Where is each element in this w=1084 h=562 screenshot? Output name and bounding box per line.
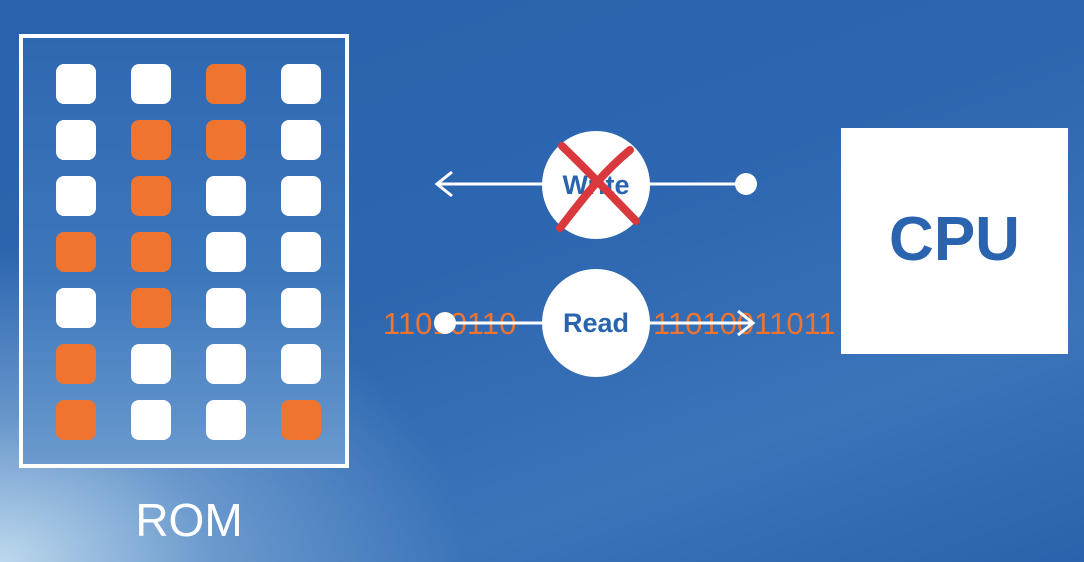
write-arrow-origin-dot bbox=[735, 173, 757, 195]
rom-label: ROM bbox=[135, 494, 243, 546]
rom-cell-clear bbox=[281, 120, 321, 160]
rom-cell-set bbox=[206, 120, 246, 160]
rom-cell-clear bbox=[131, 400, 171, 440]
rom-cell-clear bbox=[206, 400, 246, 440]
rom-cell-clear bbox=[56, 120, 96, 160]
read-arrow-origin-dot bbox=[434, 312, 456, 334]
rom-cell-set bbox=[281, 400, 321, 440]
rom-cell-set bbox=[131, 288, 171, 328]
rom-cell-clear bbox=[206, 176, 246, 216]
rom-cell-clear bbox=[206, 232, 246, 272]
rom-cell-set bbox=[56, 232, 96, 272]
rom-cell-set bbox=[206, 64, 246, 104]
read-label: Read bbox=[562, 308, 630, 338]
rom-cell-clear bbox=[56, 64, 96, 104]
rom-cell-clear bbox=[131, 64, 171, 104]
cpu-block: CPU bbox=[841, 128, 1068, 354]
cpu-label: CPU bbox=[889, 205, 1020, 274]
rom-cell-set bbox=[56, 344, 96, 384]
rom-memory-block bbox=[19, 34, 349, 468]
rom-cell-set bbox=[131, 232, 171, 272]
rom-cell-clear bbox=[281, 288, 321, 328]
read-operation-bubble: Read bbox=[542, 269, 650, 377]
rom-cell-clear bbox=[206, 344, 246, 384]
rom-cell-clear bbox=[281, 232, 321, 272]
rom-cell-clear bbox=[281, 344, 321, 384]
write-arrowhead-left bbox=[434, 170, 453, 198]
rom-cell-set bbox=[131, 120, 171, 160]
cross-stroke-2 bbox=[556, 146, 634, 232]
rom-cell-set bbox=[131, 176, 171, 216]
read-arrowhead-right bbox=[737, 309, 756, 337]
rom-cell-clear bbox=[56, 288, 96, 328]
rom-cell-clear bbox=[281, 176, 321, 216]
rom-cell-clear bbox=[206, 288, 246, 328]
rom-cell-clear bbox=[131, 344, 171, 384]
rom-cell-set bbox=[56, 400, 96, 440]
rom-cell-clear bbox=[56, 176, 96, 216]
rom-cell-clear bbox=[281, 64, 321, 104]
